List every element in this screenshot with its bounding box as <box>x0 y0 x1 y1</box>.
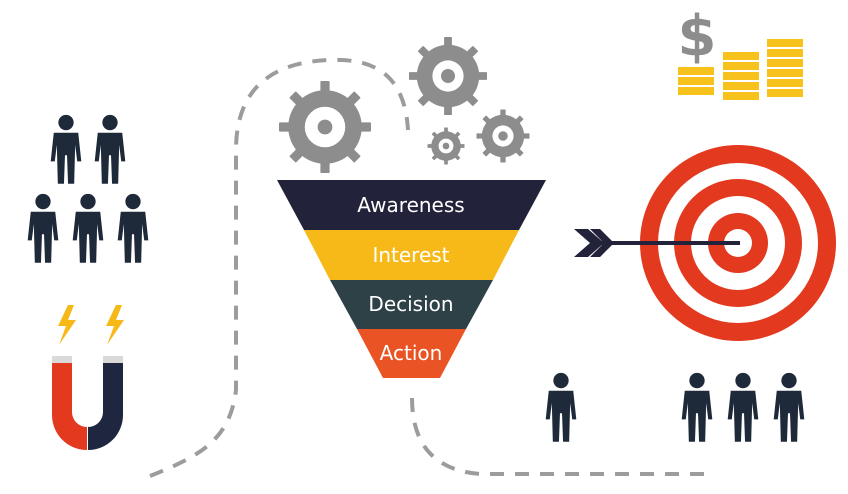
coin-stack-icon <box>676 65 716 97</box>
sales-funnel: Awareness Interest Decision Action <box>277 180 546 378</box>
lightning-icon <box>106 305 124 345</box>
funnel-label-interest: Interest <box>372 243 449 267</box>
dollar-icon: $ <box>678 4 717 69</box>
gear-icon <box>279 81 371 173</box>
funnel-stage-awareness <box>277 180 546 230</box>
lightning-icon <box>58 305 76 345</box>
funnel-stage-interest <box>304 230 519 280</box>
person-icon <box>50 114 82 184</box>
funnel-stage-action <box>357 329 466 378</box>
coin-stack-icon <box>765 37 805 99</box>
person-icon <box>27 193 59 263</box>
gear-icon <box>427 127 465 165</box>
person-icon <box>727 372 759 442</box>
person-icon <box>72 193 104 263</box>
dashed-connector-bottom <box>410 397 710 476</box>
person-icon <box>681 372 713 442</box>
gear-icon <box>409 37 487 115</box>
dashed-connector <box>149 57 410 478</box>
funnel-label-decision: Decision <box>368 292 453 316</box>
people-group-top-left <box>27 114 149 263</box>
funnel-label-awareness: Awareness <box>357 193 464 217</box>
funnel-stage-decision <box>330 280 493 329</box>
arrow-icon <box>574 229 740 257</box>
person-icon <box>94 114 126 184</box>
gear-icon <box>476 109 530 163</box>
person-icon <box>117 193 149 263</box>
funnel-label-action: Action <box>380 341 443 365</box>
people-group-bottom-right <box>545 372 805 442</box>
person-icon <box>773 372 805 442</box>
magnet-icon <box>52 356 123 450</box>
person-icon <box>545 372 577 442</box>
coin-stack-icon <box>721 50 761 102</box>
